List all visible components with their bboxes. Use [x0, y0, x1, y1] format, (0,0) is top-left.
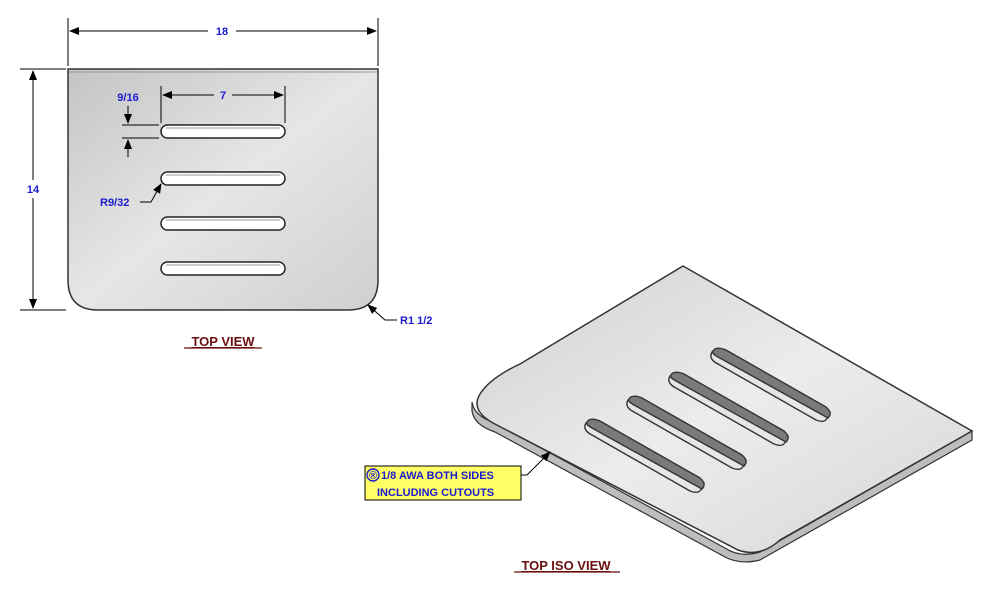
note-symbol-circle	[366, 468, 380, 482]
iso-view: ® 1/8 AWA BOTH SIDES INCLUDING CUTOUTS T…	[364, 265, 974, 573]
note-symbol: ®	[369, 470, 377, 482]
iso-slot-3	[668, 371, 789, 447]
dim-corner-radius-label: R1 1/2	[400, 315, 432, 327]
dim-slot-radius-label: R9/32	[100, 197, 129, 209]
awa-note: ® 1/8 AWA BOTH SIDES INCLUDING CUTOUTS	[364, 465, 522, 501]
top-view-title: TOP VIEW	[191, 334, 255, 349]
dim-width: 18	[67, 18, 379, 66]
iso-slot-1	[584, 418, 705, 494]
slot-4	[160, 261, 286, 276]
dim-height-label: 14	[27, 184, 40, 196]
slot-3	[160, 216, 286, 231]
top-view: 18 14 7 9/16 R9/32	[20, 18, 432, 349]
iso-view-title: TOP ISO VIEW	[521, 558, 611, 573]
dim-slot-width: 9/16	[117, 92, 159, 157]
slot-1	[160, 124, 286, 139]
dim-slot-radius: R9/32	[100, 183, 162, 209]
iso-slot-2	[626, 395, 747, 471]
slot-2	[160, 171, 286, 186]
iso-slot-4	[710, 347, 831, 423]
dim-height: 14	[20, 68, 66, 311]
note-line-2: INCLUDING CUTOUTS	[377, 487, 494, 499]
iso-slots	[584, 347, 831, 494]
dim-width-label: 18	[216, 26, 228, 38]
note-line-1: 1/8 AWA BOTH SIDES	[381, 470, 494, 482]
dim-slot-length: 7	[160, 86, 286, 123]
dim-slot-width-label: 9/16	[117, 92, 138, 104]
dim-corner-radius: R1 1/2	[367, 304, 432, 327]
dim-slot-length-label: 7	[220, 90, 226, 102]
top-view-plate	[67, 68, 379, 311]
note-leader	[520, 451, 551, 476]
